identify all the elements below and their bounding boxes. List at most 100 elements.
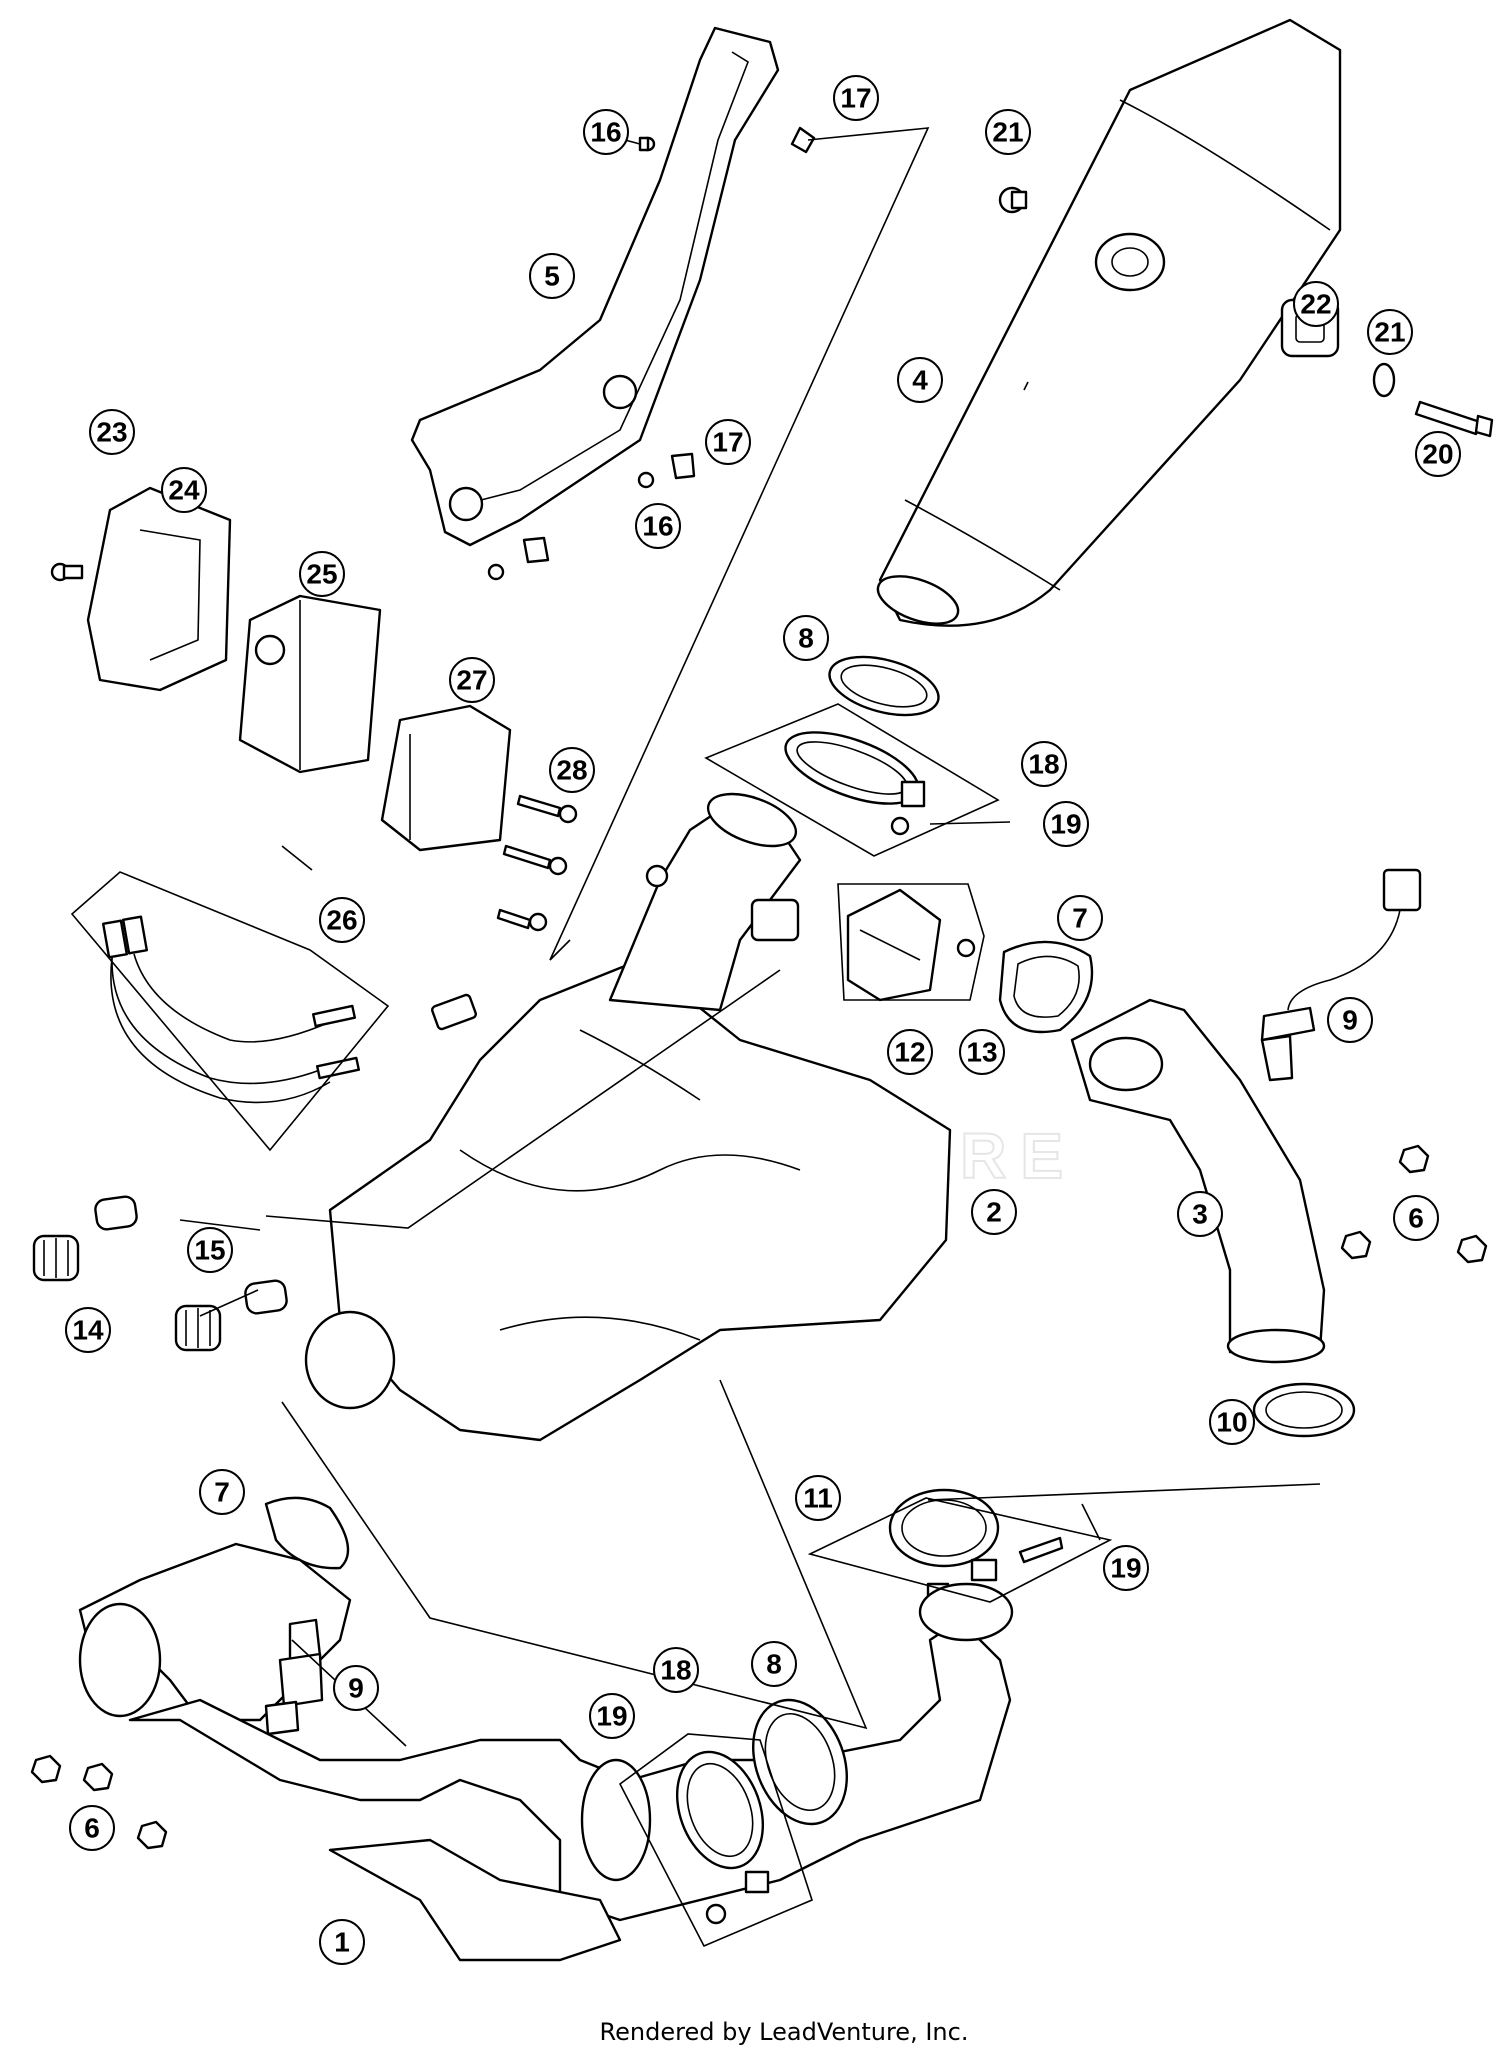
callout-19-mid: 19: [1103, 1545, 1149, 1591]
part-clip: [522, 536, 550, 564]
svg-text:4: 4: [912, 365, 928, 396]
part-nut: [82, 1762, 114, 1792]
part-screw: [502, 844, 568, 876]
svg-text:28: 28: [556, 755, 587, 786]
leader-line: [927, 1483, 1321, 1501]
callout-15: 15: [187, 1227, 233, 1273]
callout-9-upper: 9: [1327, 997, 1373, 1043]
svg-text:21: 21: [992, 117, 1023, 148]
callout-16-upper: 16: [583, 109, 629, 155]
callout-19-upper: 19: [1043, 801, 1089, 847]
leader-line: [199, 1289, 259, 1317]
svg-text:1: 1: [334, 1927, 350, 1958]
group-box-shield: [549, 127, 930, 961]
callout-12: 12: [887, 1029, 933, 1075]
part-screw: [516, 794, 578, 824]
callout-20: 20: [1415, 431, 1461, 477]
part-screw: [496, 908, 548, 932]
leader-line: [265, 969, 781, 1229]
svg-text:22: 22: [1300, 289, 1331, 320]
part-clamp: [675, 1750, 770, 1894]
callout-17-lower: 17: [705, 419, 751, 465]
svg-text:18: 18: [1028, 749, 1059, 780]
svg-text:7: 7: [1072, 903, 1088, 934]
svg-text:25: 25: [306, 559, 337, 590]
callout-16-lower: 16: [635, 503, 681, 549]
svg-text:23: 23: [96, 417, 127, 448]
svg-text:16: 16: [590, 117, 621, 148]
callout-14: 14: [65, 1307, 111, 1353]
svg-text:19: 19: [596, 1701, 627, 1732]
callout-26: 26: [319, 897, 365, 943]
callout-9-lower: 9: [333, 1665, 379, 1711]
part-bolt: [1414, 400, 1494, 438]
callout-8-lower: 8: [751, 1641, 797, 1687]
part-clamp: [784, 731, 926, 808]
callout-4: 4: [897, 357, 943, 403]
callout-27: 27: [449, 657, 495, 703]
part-clip: [670, 452, 696, 480]
callout-21-lower: 21: [1367, 309, 1413, 355]
part-silencer-neck: [608, 792, 802, 1012]
part-bushing: [244, 1279, 288, 1315]
part-bracket: [380, 704, 512, 852]
svg-text:2: 2: [986, 1197, 1002, 1228]
callout-5: 5: [529, 253, 575, 299]
svg-text:21: 21: [1374, 317, 1405, 348]
part-muffler: [876, 18, 1342, 627]
callout-21-upper: 21: [985, 109, 1031, 155]
svg-text:15: 15: [194, 1235, 225, 1266]
svg-text:14: 14: [72, 1315, 104, 1346]
part-bolt: [705, 1903, 727, 1925]
svg-text:7: 7: [214, 1477, 230, 1508]
svg-text:16: 16: [642, 511, 673, 542]
part-screw: [637, 471, 655, 489]
callout-22: 22: [1293, 281, 1339, 327]
svg-text:5: 5: [544, 261, 560, 292]
group-box-valve-cover: [837, 883, 985, 1001]
svg-text:17: 17: [712, 427, 743, 458]
callout-2: 2: [971, 1189, 1017, 1235]
callout-18-lower: 18: [653, 1647, 699, 1693]
part-clamp-nut: [890, 816, 910, 836]
leader-line: [179, 1219, 261, 1231]
part-gasket-ring: [1252, 1382, 1356, 1438]
svg-text:3: 3: [1192, 1199, 1208, 1230]
callout-10: 10: [1209, 1399, 1255, 1445]
part-cable-set: [101, 915, 361, 1104]
svg-text:27: 27: [456, 665, 487, 696]
callout-1: 1: [319, 1919, 365, 1965]
part-nut: [30, 1754, 62, 1784]
part-valve-cover: [846, 888, 942, 1002]
leader-line: [1081, 1503, 1101, 1541]
group-box-clamp-18-lower: [618, 1733, 813, 1948]
part-actuator: [238, 594, 382, 774]
callout-23: 23: [89, 409, 135, 455]
callout-6-lower: 6: [69, 1805, 115, 1851]
svg-text:10: 10: [1216, 1407, 1247, 1438]
part-washer: [1372, 362, 1396, 398]
svg-text:26: 26: [326, 905, 357, 936]
part-screw: [956, 938, 976, 958]
part-nut: [1456, 1234, 1488, 1264]
svg-text:19: 19: [1110, 1553, 1141, 1584]
part-bolt: [50, 562, 84, 582]
credit-text: Rendered by LeadVenture, Inc.: [600, 2018, 969, 2046]
svg-text:20: 20: [1422, 439, 1453, 470]
callout-28: 28: [549, 747, 595, 793]
part-nut: [1340, 1230, 1372, 1260]
callout-25: 25: [299, 551, 345, 597]
callout-11: 11: [795, 1475, 841, 1521]
svg-text:8: 8: [766, 1649, 782, 1680]
callout-24: 24: [161, 467, 207, 513]
callout-19-lower: 19: [589, 1693, 635, 1739]
part-nut: [136, 1820, 168, 1850]
callout-7-upper: 7: [1057, 895, 1103, 941]
part-o2-sensor: [264, 1618, 324, 1736]
part-heat-shield: [410, 26, 780, 547]
svg-text:19: 19: [1050, 809, 1081, 840]
part-gasket: [998, 940, 1094, 1034]
part-screw: [638, 136, 656, 152]
callout-17-upper: 17: [833, 75, 879, 121]
